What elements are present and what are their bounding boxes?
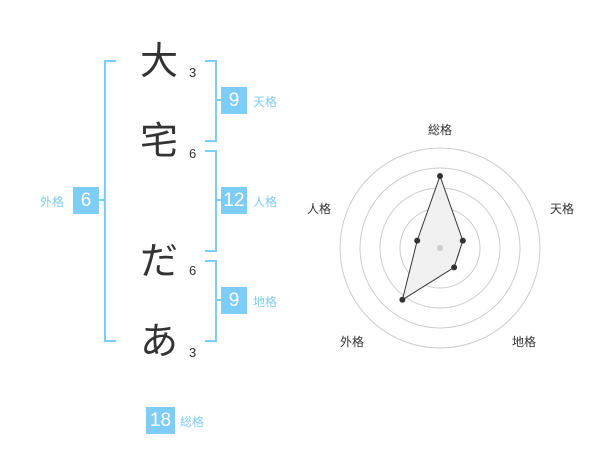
radar-axis-label-jinkaku: 人格 — [307, 201, 331, 216]
stroke-count-4: 3 — [189, 345, 197, 360]
gaikaku-label: 外格 — [40, 195, 65, 209]
name-char-4: あ — [140, 319, 179, 363]
gaikaku-connector — [98, 199, 104, 201]
name-char-1: 大 — [140, 39, 179, 83]
jinkaku-label: 人格 — [253, 195, 278, 209]
chikaku-connector — [215, 299, 221, 301]
radar-polygon — [401, 174, 464, 301]
radar-center-dot — [437, 245, 443, 251]
radar-point-4 — [399, 296, 406, 303]
radar-points — [399, 173, 466, 303]
tenkaku-connector — [215, 99, 221, 101]
stroke-count-2: 6 — [189, 146, 197, 161]
chikaku-bracket — [205, 260, 217, 342]
radar-axis-label-chikaku: 地格 — [512, 334, 536, 349]
jinkaku-bracket — [205, 150, 217, 252]
jinkaku-connector — [215, 199, 221, 201]
soukaku-label: 総格 — [180, 415, 205, 429]
radar-point-5 — [414, 237, 421, 244]
radar-point-1 — [437, 173, 443, 179]
radar-ring-5 — [339, 147, 541, 349]
name-char-2: 宅 — [140, 119, 179, 163]
stroke-count-1: 3 — [189, 65, 197, 80]
gaikaku-bracket — [104, 60, 116, 342]
tenkaku-value: 9 — [221, 87, 247, 114]
chikaku-value: 9 — [221, 287, 247, 314]
radar-ring-4 — [359, 167, 521, 329]
radar-point-3 — [451, 264, 458, 271]
tenkaku-label: 天格 — [253, 95, 278, 109]
chikaku-label: 地格 — [253, 295, 278, 309]
radar-axis-label-soukaku: 総格 — [428, 122, 452, 137]
name-char-3: だ — [140, 239, 179, 283]
stroke-count-3: 6 — [189, 263, 197, 278]
radar-point-2 — [459, 237, 466, 244]
soukaku-value: 18 — [146, 407, 175, 434]
tenkaku-bracket — [205, 60, 217, 142]
jinkaku-value: 12 — [221, 187, 247, 214]
gaikaku-value: 6 — [73, 187, 99, 214]
radar-axis-label-gaikaku: 外格 — [340, 334, 364, 349]
radar-axis-label-tenkaku: 天格 — [550, 201, 574, 216]
